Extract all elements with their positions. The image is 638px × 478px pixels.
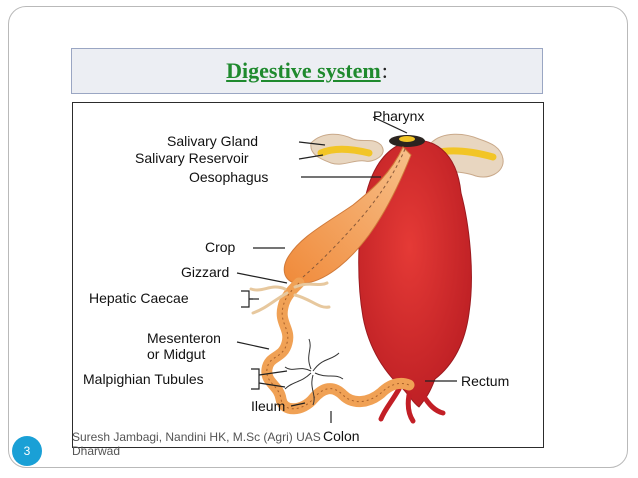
hepatic-caecae [249, 281, 331, 315]
footer-credit: Suresh Jambagi, Nandini HK, M.Sc (Agri) … [72, 430, 352, 458]
footer-line-1: Suresh Jambagi, Nandini HK, M.Sc (Agri) … [72, 430, 321, 444]
label-ileum: Ileum [251, 398, 285, 414]
page-number-badge: 3 [12, 436, 42, 466]
label-oesophagus: Oesophagus [189, 169, 268, 185]
leader-lines [236, 116, 457, 423]
label-malpighian-tubules: Malpighian Tubules [83, 371, 204, 387]
label-hepatic-caecae: Hepatic Caecae [89, 290, 189, 306]
label-midgut: or Midgut [147, 346, 205, 362]
label-crop: Crop [205, 239, 236, 255]
label-salivary-gland: Salivary Gland [167, 133, 258, 149]
midgut [261, 277, 415, 415]
salivary-gland-left [310, 133, 384, 165]
footer-line-2: Dharwad [72, 444, 121, 458]
title-box: Digestive system : [71, 48, 543, 94]
label-rectum: Rectum [461, 373, 509, 389]
title-colon: : [381, 58, 388, 83]
body-rectum [358, 139, 472, 408]
diagram-svg: Pharynx Salivary Gland Salivary Reservoi… [83, 108, 509, 444]
digestive-system-diagram: Pharynx Salivary Gland Salivary Reservoi… [72, 102, 544, 448]
crop-shape [283, 146, 412, 285]
label-mesenteron: Mesenteron [147, 330, 221, 346]
label-gizzard: Gizzard [181, 264, 229, 280]
label-pharynx: Pharynx [373, 108, 424, 124]
label-colon: Colon [323, 428, 360, 444]
label-salivary-reservoir: Salivary Reservoir [135, 150, 249, 166]
rectum-tail [378, 386, 446, 424]
malpighian-tubules [284, 338, 344, 406]
slide-title: Digestive system [226, 58, 381, 83]
